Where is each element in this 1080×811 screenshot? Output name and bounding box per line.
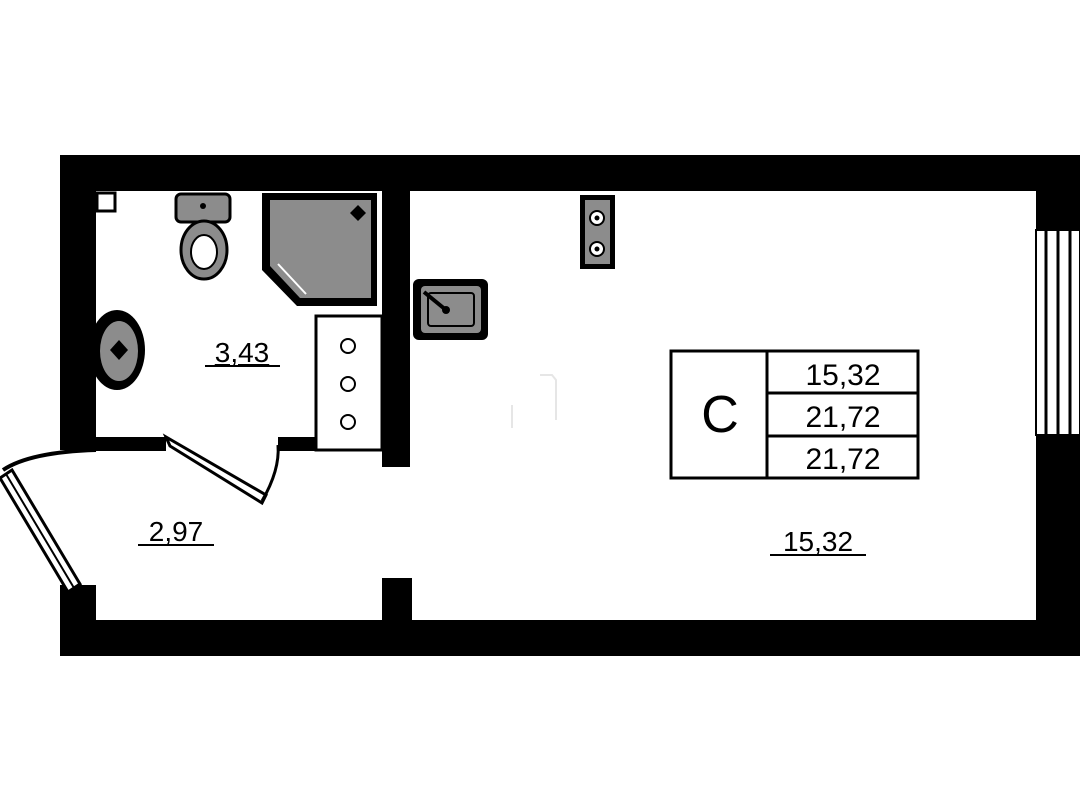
shower-icon xyxy=(262,193,377,306)
hall-area-label: 2,97 xyxy=(149,516,204,547)
legend-type-letter: С xyxy=(701,386,739,444)
toilet-icon xyxy=(174,192,232,281)
stove-icon xyxy=(580,195,615,269)
bathroom-bottom-wall-left xyxy=(96,437,166,451)
kitchen-sink-icon xyxy=(413,279,488,340)
washbasin-icon xyxy=(89,310,145,390)
left-wall-upper xyxy=(60,155,96,450)
washer-icon xyxy=(314,314,384,452)
legend-total-area-with-balcony: 21,72 xyxy=(805,443,880,476)
vent-icon xyxy=(95,191,117,213)
top-wall xyxy=(60,155,1080,191)
legend-living-area: 15,32 xyxy=(805,359,880,392)
bathroom-area-label: 3,43 xyxy=(215,337,270,368)
left-wall-lower xyxy=(60,585,96,656)
living-area-label: 15,32 xyxy=(783,526,853,557)
right-wall-upper xyxy=(1036,155,1080,230)
window-icon xyxy=(1035,229,1080,436)
outer-walls xyxy=(60,155,1080,656)
bathroom-right-wall xyxy=(382,191,410,467)
bottom-wall xyxy=(60,620,1080,656)
partition-stub xyxy=(382,578,412,620)
door-icon xyxy=(0,448,97,595)
bathroom-bottom-wall-right xyxy=(278,437,316,451)
legend-total-area: 21,72 xyxy=(805,401,880,434)
right-wall-lower xyxy=(1036,435,1080,656)
area-legend: С 15,32 21,72 21,72 xyxy=(669,349,920,480)
bathroom-walls xyxy=(96,191,412,620)
bathroom-door-icon xyxy=(162,433,280,506)
faint-mark xyxy=(511,374,557,428)
